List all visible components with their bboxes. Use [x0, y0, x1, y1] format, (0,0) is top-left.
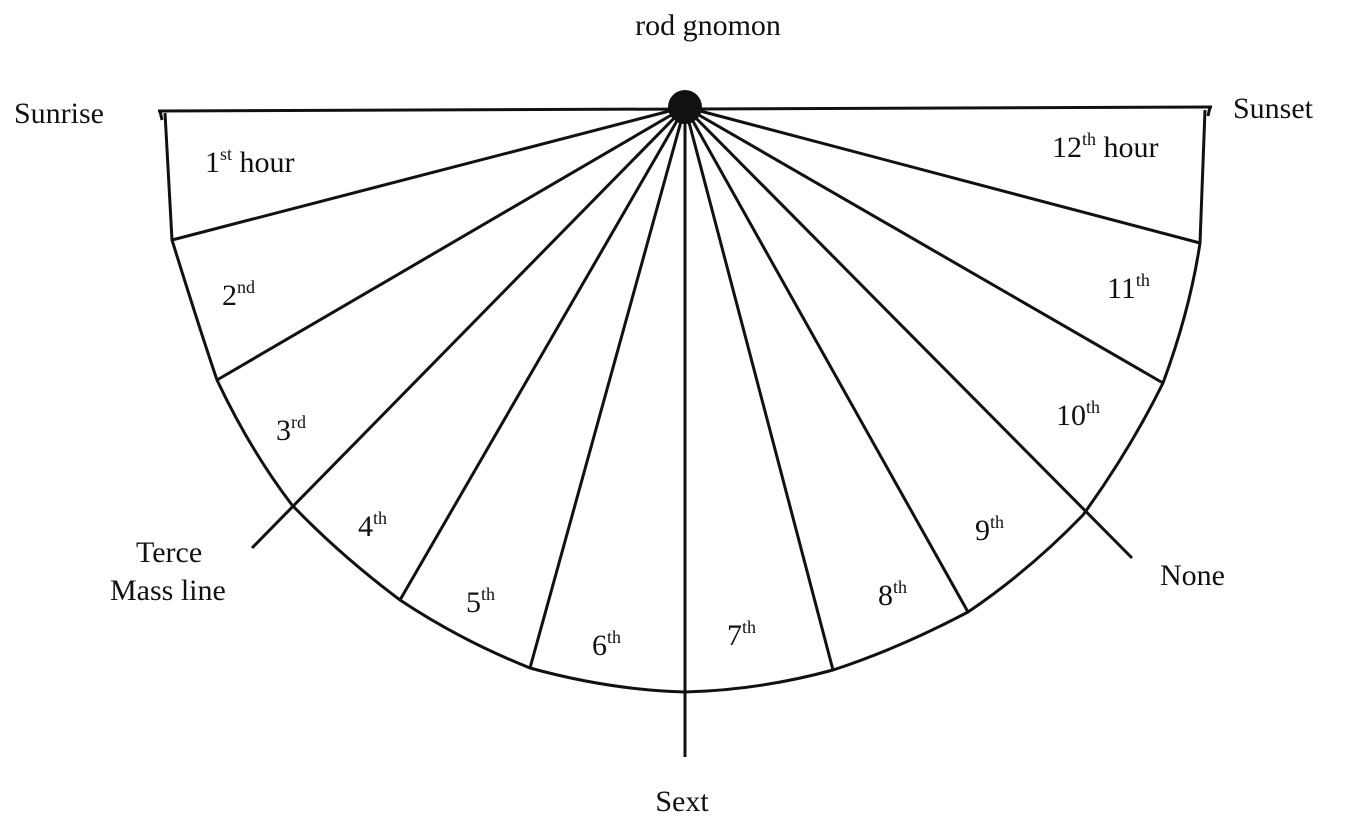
hour-label-7: 7th — [727, 617, 756, 652]
hour-label-10: 10th — [1056, 397, 1100, 432]
hour-label-11: 11th — [1107, 270, 1150, 305]
sunset-tick — [1206, 106, 1212, 117]
hour-label-4: 4th — [358, 508, 387, 543]
gnomon-label: rod gnomon — [635, 9, 781, 42]
hour-line-1 — [171, 105, 686, 242]
hour-labels: 1st hour 2nd 3rd 4th 5th 6th 7th 8th 9th 10th 11th… — [205, 129, 1159, 662]
hour-label-9: 9th — [975, 512, 1004, 547]
mass-line-label: Mass line — [110, 574, 226, 607]
hour-line-7 — [683, 106, 835, 671]
hour-label-12: 12th hour — [1052, 129, 1159, 164]
hour-line-4 — [398, 106, 687, 601]
terce-label: Terce — [136, 536, 202, 569]
hour-line-3 — [250, 105, 687, 550]
hour-line-9 — [683, 105, 1134, 560]
hour-line-8 — [683, 106, 970, 613]
rod-gnomon-icon — [668, 90, 702, 124]
hour-label-1: 1st hour — [205, 144, 295, 179]
hour-line-10 — [684, 105, 1164, 385]
hour-label-8: 8th — [878, 577, 907, 612]
none-label: None — [1160, 559, 1225, 592]
hour-line-5 — [528, 106, 687, 669]
sunrise-tick — [158, 110, 164, 121]
sunset-label: Sunset — [1233, 92, 1314, 125]
hour-label-3: 3rd — [276, 412, 306, 447]
dial-structure — [157, 90, 1213, 757]
hour-line-2 — [216, 105, 686, 382]
hour-lines — [171, 105, 1201, 757]
hour-label-6: 6th — [592, 627, 621, 662]
hour-line-11 — [684, 105, 1201, 245]
hour-label-2: 2nd — [222, 277, 255, 312]
hour-label-5: 5th — [466, 584, 495, 619]
sunrise-label: Sunrise — [14, 97, 104, 130]
sext-label: Sext — [655, 785, 709, 818]
